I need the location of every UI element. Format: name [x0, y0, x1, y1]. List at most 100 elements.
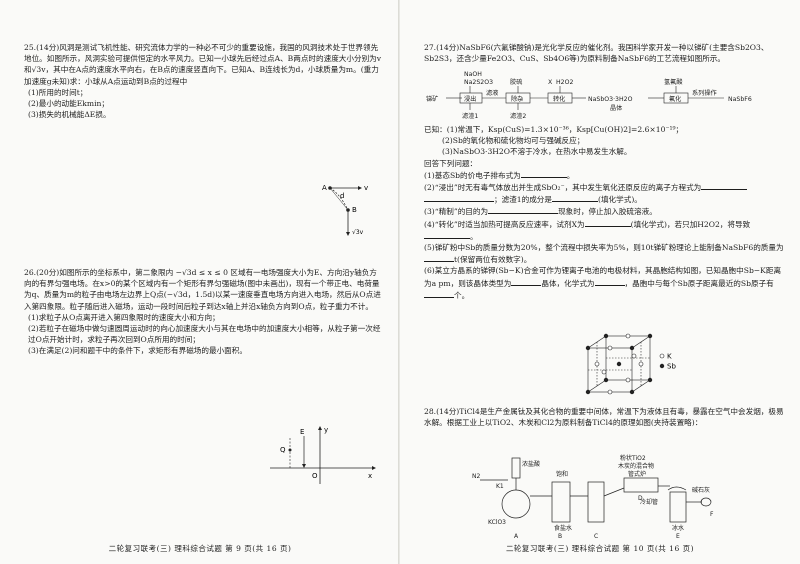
label-F: F	[710, 511, 714, 518]
page-9: 25.(14分)风洞是测试飞机性能、研究流体力学的一种必不可少的重要设施，我国的…	[24, 42, 384, 553]
question-28: 28.(14分)TiCl4是生产金属钛及其化合物的重要中间体，常温下为液体且有毒…	[424, 406, 784, 428]
flow-ore: 锑矿	[426, 95, 438, 103]
q27-item-2c: (填化学式)。	[598, 195, 642, 205]
q27-known-3: (3)NaSbO3·3H2O不溶于冷水，在热水中易发生水解。	[442, 147, 632, 157]
flow-h2o2: H2O2	[556, 79, 573, 86]
answer-blank-8[interactable]	[424, 253, 454, 263]
flow-na2s2o3: Na2S2O3	[464, 79, 493, 86]
q27-item-5: (5)锑矿粉中Sb的质量分数为20%，整个流程中损失率为5%，则10t锑矿粉理论…	[424, 243, 784, 253]
q26-item-1: (1)求粒子从O点离开进入第四象限时的速度大小和方向；	[28, 312, 220, 322]
page-fold	[398, 0, 400, 564]
flow-leach: 浸出	[464, 95, 476, 103]
label-n2: N2	[472, 473, 480, 480]
label-kclo3: KClO3	[488, 519, 506, 526]
footer-page-10: 二轮复习联考(三) 理科综合试题 第 10 页(共 16 页)	[505, 544, 695, 553]
q27-item-4b: (填化学式)，若只加H2O2，将导致	[630, 219, 751, 229]
answer-blank-5[interactable]	[488, 205, 559, 215]
q26-item-3: (3)在满足(2)问和题干中的条件下，求矩形有界磁场的最小面积。	[28, 346, 247, 356]
label-O: O	[312, 472, 318, 480]
answer-blank-6[interactable]	[584, 218, 631, 227]
question-27-body: 已知：(1)常温下，Ksp(CuS)=1.3×10⁻³⁶，Ksp[Cu(OH)2…	[424, 125, 784, 300]
q28-text: 28.(14分)TiCl4是生产金属钛及其化合物的重要中间体，常温下为液体且有毒…	[424, 407, 784, 428]
label-ice: 冰水	[672, 524, 684, 532]
q26-figure: E y Q O x	[270, 426, 376, 484]
q27-answer-prompt: 回答下列问题：	[424, 158, 478, 168]
answer-blank-4[interactable]	[552, 193, 598, 203]
legend-k: K	[667, 353, 672, 361]
flow-residue-2: 滤渣2	[510, 112, 526, 120]
label-x: x	[368, 472, 372, 480]
answer-blank-3[interactable]	[424, 193, 494, 203]
flow-crystal: 晶体	[610, 104, 623, 112]
label-vB: √3v	[352, 229, 364, 236]
q25-text: 25.(14分)风洞是测试飞机性能、研究流体力学的一种必不可少的重要设施，我国的…	[24, 43, 382, 86]
flow-naoh: NaOH	[464, 71, 482, 78]
answer-blank-2[interactable]	[701, 181, 748, 191]
flow-filtrate: 滤液	[486, 89, 498, 97]
label-lime: 碱石灰	[692, 486, 710, 494]
q27-text: 27.(14分)NaSbF6(六氟锑酸钠)是光化学反应的催化剂。我国科学家开发一…	[424, 43, 769, 64]
label-carbon: 木炭的混合物	[618, 462, 654, 470]
answer-blank-1[interactable]	[520, 169, 567, 178]
q26-item-2: (2)若粒子在磁场中做匀速圆周运动时的向心加速度大小与其在电场中的加速度大小相等…	[28, 324, 381, 345]
q27-known-2: (2)Sb的氧化物和硫化物均可与强碱反应；	[442, 136, 585, 146]
q27-item-6d: 个。	[454, 290, 470, 300]
flow-convert: 转化	[553, 95, 565, 103]
q28-apparatus-figure: N2 K1 浓盐酸 KClO3 饱和 食盐水 粉状TiO2 木炭的混合物 管式炉…	[472, 454, 714, 540]
q27-item-2b: ；滤渣1的成分是	[494, 195, 552, 205]
q25-item-3: (3)损失的机械能ΔE损。	[28, 110, 111, 120]
label-B: B	[558, 533, 562, 540]
crystal-cell-figure: K Sb	[585, 333, 676, 395]
page-10: 27.(14分)NaSbF6(六氟锑酸钠)是光化学反应的催化剂。我国科学家开发一…	[400, 0, 800, 564]
flow-x: X	[548, 79, 553, 86]
q27-item-6b: 晶体，化学式为	[541, 278, 595, 288]
footer-page-9: 二轮复习联考(三) 理科综合试题 第 9 页(共 16 页)	[108, 544, 292, 553]
label-E: E	[676, 533, 680, 540]
flow-ops: 系列操作	[692, 89, 717, 97]
label-coil: 冷却管	[640, 498, 658, 506]
label-nacl: 食盐水	[554, 524, 572, 532]
question-26: 26.(20分)如图所示的坐标系中，第二象限内 −√3d ≤ x ≤ 0 区域有…	[24, 267, 384, 357]
question-25: 25.(14分)风洞是测试飞机性能、研究流体力学的一种必不可少的重要设施，我国的…	[24, 42, 384, 120]
q27-item-2: (2)“浸出”时无有毒气体放出并生成SbO₂⁻，其中发生氧化还原反应的离子方程式…	[424, 183, 702, 193]
label-k1: K1	[496, 483, 504, 490]
flow-product-2: NaSbF6	[728, 96, 752, 103]
flow-purify: 除杂	[511, 95, 523, 103]
label-D: D	[638, 495, 643, 502]
label-A: A	[322, 184, 327, 192]
flow-residue-1: 滤渣1	[462, 112, 478, 120]
label-sat: 饱和	[556, 470, 568, 478]
answer-blank-7[interactable]	[424, 230, 470, 239]
answer-blank-11[interactable]	[424, 289, 454, 298]
flow-fluorinate: 氟化	[669, 95, 681, 103]
label-A: A	[514, 533, 519, 540]
q27-item-6: (6)某立方晶系的锑钾(Sb−K)合金可作为锂离子电池的电极材料，其晶胞结构如图…	[424, 266, 782, 288]
q27-item-6c: ，晶胞中与每个Sb原子距离最近的Sb原子有	[624, 278, 774, 288]
q27-item-3b: 现象时，停止加入胶硫溶液。	[558, 207, 657, 217]
q27-item-4: (4)“转化”时适当加热可提高反应速率，试剂X为	[424, 219, 585, 229]
q27-known-1: 已知：(1)常温下，Ksp(CuS)=1.3×10⁻³⁶，Ksp[Cu(OH)2…	[424, 125, 684, 134]
label-E: E	[300, 428, 304, 436]
q25-item-1: (1)所用的时间t；	[28, 87, 88, 97]
q27-item-3: (3)“精制”的目的为	[424, 207, 489, 217]
q25-item-2: (2)最小的动能Ekmin；	[28, 99, 109, 109]
label-C: C	[594, 533, 598, 540]
label-Q: Q	[280, 446, 286, 454]
label-hcl: 浓盐酸	[522, 460, 540, 468]
label-v: v	[364, 184, 368, 192]
label-y: y	[324, 426, 328, 434]
q26-text: 26.(20分)如图所示的坐标系中，第二象限内 −√3d ≤ x ≤ 0 区域有…	[24, 268, 381, 311]
label-B: B	[352, 206, 357, 214]
answer-blank-9[interactable]	[511, 277, 542, 286]
q27-item-1: (1)基态Sb的价电子排布式为	[424, 170, 521, 180]
label-furnace: 管式炉	[628, 470, 646, 478]
legend-sb: Sb	[667, 363, 676, 371]
label-tio2: 粉状TiO2	[620, 454, 646, 462]
flow-product-1: NaSbO3·3H2O	[588, 96, 633, 103]
flow-reagent-3: 胶硫	[510, 78, 522, 86]
answer-blank-10[interactable]	[594, 277, 625, 286]
q25-figure: A v d B √3v	[322, 184, 368, 236]
q27-item-5b: t(保留两位有效数字)。	[454, 255, 532, 265]
flow-hf: 氢氟酸	[664, 78, 683, 86]
